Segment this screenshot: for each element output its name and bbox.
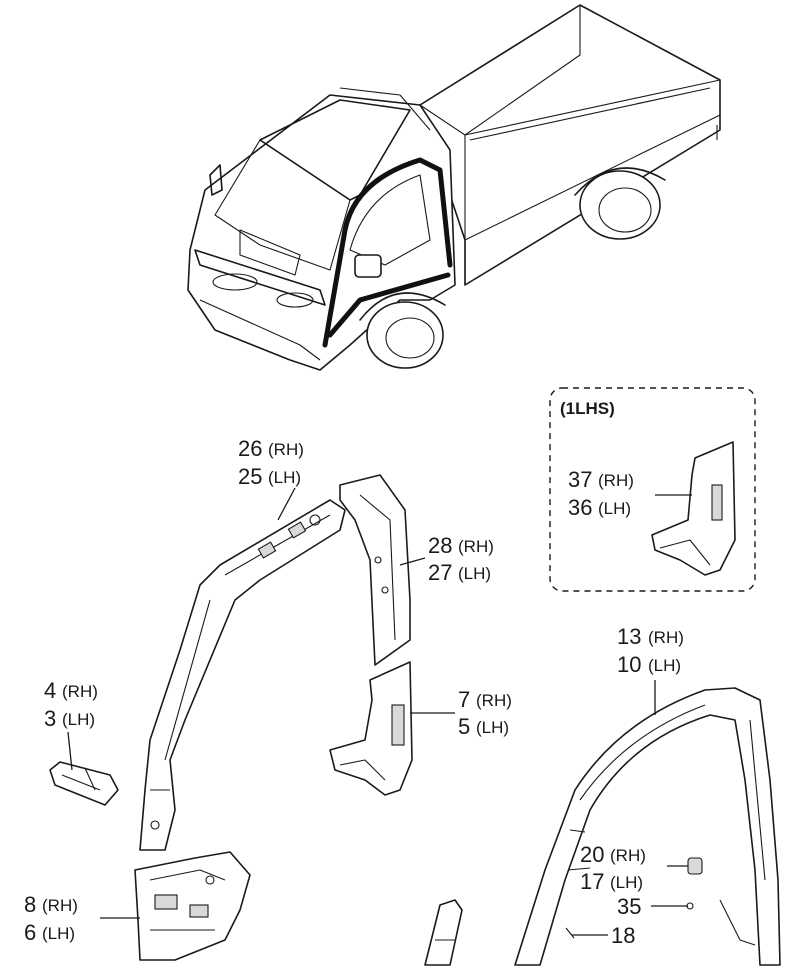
callout-13-side: (RH) <box>648 628 684 647</box>
front-wheel <box>366 301 444 369</box>
callout-26-number: 26 <box>238 436 262 461</box>
callout-6: 6 (LH) <box>24 920 75 945</box>
callout-10-side: (LH) <box>648 656 681 675</box>
callout-25-side: (LH) <box>268 468 301 487</box>
part-lower-inner-panel <box>134 851 251 961</box>
truck-illustration <box>187 4 721 371</box>
callout-20: 20 (RH) <box>580 842 646 867</box>
callout-18-number: 18 <box>611 923 635 948</box>
callout-37: 37 (RH) <box>568 467 634 492</box>
callout-4: 4 (RH) <box>44 678 98 703</box>
callout-4-number: 4 <box>44 678 56 703</box>
leader-lines <box>67 487 692 936</box>
callout-26-side: (RH) <box>268 440 304 459</box>
callout-3-side: (LH) <box>62 710 95 729</box>
callout-5-side: (LH) <box>476 718 509 737</box>
part-pillar-lower <box>329 661 413 796</box>
callout-3: 3 (LH) <box>44 706 95 731</box>
part-small-bracket <box>49 761 119 806</box>
callout-28-side: (RH) <box>458 537 494 556</box>
callout-26: 26 (RH) <box>238 436 304 461</box>
callout-36-side: (LH) <box>598 499 631 518</box>
callout-25: 25 (LH) <box>238 464 301 489</box>
callout-13: 13 (RH) <box>617 624 684 649</box>
callout-28-number: 28 <box>428 533 452 558</box>
callout-37-side: (RH) <box>598 471 634 490</box>
callout-6-number: 6 <box>24 920 36 945</box>
callout-36: 36 (LH) <box>568 495 631 520</box>
callout-7-side: (RH) <box>476 691 512 710</box>
callout-35-number: 35 <box>617 894 641 919</box>
callout-5-number: 5 <box>458 714 470 739</box>
callout-17-number: 17 <box>580 869 604 894</box>
callout-17-side: (LH) <box>610 873 643 892</box>
part-b-pillar-reinforcement <box>339 474 411 666</box>
callout-10: 10 (LH) <box>617 652 681 677</box>
callout-7: 7 (RH) <box>458 687 512 712</box>
callout-28: 28 (RH) <box>428 533 494 558</box>
callout-7-number: 7 <box>458 687 470 712</box>
callout-27: 27 (LH) <box>428 560 491 585</box>
rear-wheel <box>579 170 661 240</box>
part-a-pillar-inner <box>139 499 346 851</box>
callout-8-side: (RH) <box>42 896 78 915</box>
callout-6-side: (LH) <box>42 924 75 943</box>
part-door-opening-frame <box>514 687 781 966</box>
callout-13-number: 13 <box>617 624 641 649</box>
callout-18: 18 <box>611 923 635 948</box>
callout-labels: 26 (RH) 25 (LH) 28 (RH) 27 (LH) 37 (RH) … <box>24 436 684 948</box>
callout-27-number: 27 <box>428 560 452 585</box>
callout-8: 8 (RH) <box>24 892 78 917</box>
callout-10-number: 10 <box>617 652 641 677</box>
variant-box-title: (1LHS) <box>560 399 615 418</box>
callout-27-side: (LH) <box>458 564 491 583</box>
callout-37-number: 37 <box>568 467 592 492</box>
callout-8-number: 8 <box>24 892 36 917</box>
part-lower-pillar-piece <box>424 899 463 966</box>
callout-20-side: (RH) <box>610 846 646 865</box>
callout-17: 17 (LH) <box>580 869 643 894</box>
callout-5: 5 (LH) <box>458 714 509 739</box>
callout-36-number: 36 <box>568 495 592 520</box>
callout-3-number: 3 <box>44 706 56 731</box>
variant-box-1lhs: (1LHS) <box>549 387 756 592</box>
door-frame-highlight <box>322 157 453 348</box>
callout-4-side: (RH) <box>62 682 98 701</box>
callout-20-number: 20 <box>580 842 604 867</box>
callout-25-number: 25 <box>238 464 262 489</box>
callout-35: 35 <box>617 894 641 919</box>
